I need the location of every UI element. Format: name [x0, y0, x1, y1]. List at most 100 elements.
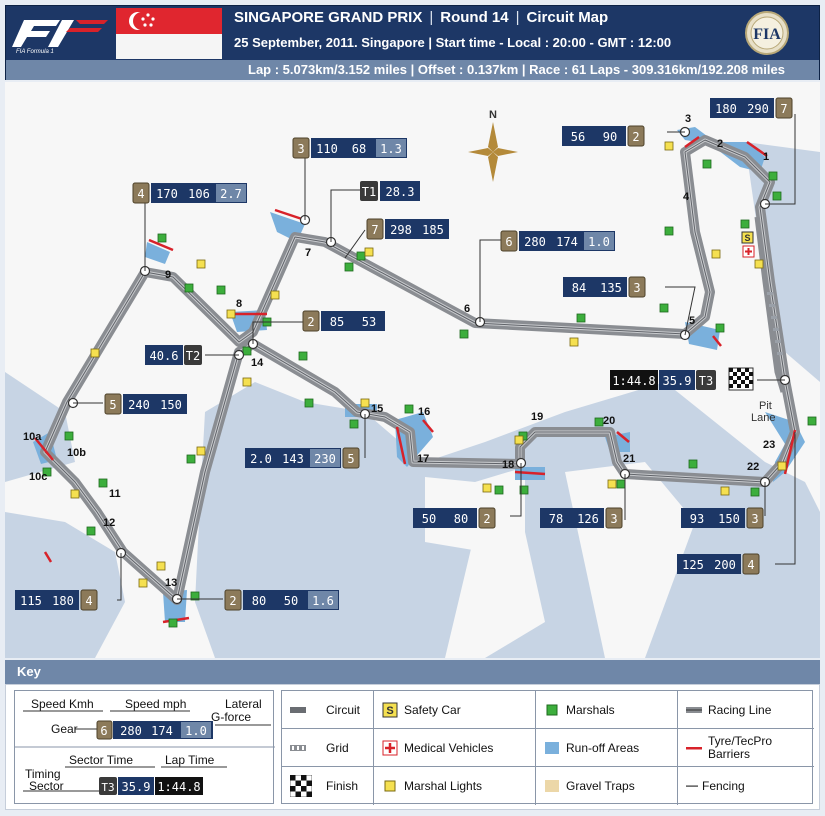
gear-value: 4: [85, 594, 92, 608]
speed-value: 110: [316, 142, 338, 156]
svg-text:S: S: [744, 233, 750, 243]
timing-box-t2: 40.6 T2: [145, 345, 202, 365]
speed-panel: [321, 311, 385, 331]
svg-text:3: 3: [685, 113, 691, 125]
key-barriers: Tyre/TecPro Barriers: [678, 729, 814, 767]
sector-time: 40.6: [150, 349, 179, 363]
svg-text:16: 16: [418, 406, 430, 418]
sector-label: T3: [699, 374, 713, 388]
key-circuit: Circuit: [282, 691, 374, 729]
speed-value: 84: [572, 281, 586, 295]
gear-box: [104, 393, 122, 415]
key-marshals: Marshals: [536, 691, 678, 729]
speed-value: 125: [682, 558, 704, 572]
water-area: [5, 372, 75, 482]
key-panel: Speed Kmh Speed mph Lateral G-force Gear…: [5, 684, 820, 810]
speed-value: 180: [52, 594, 74, 608]
svg-text:11: 11: [109, 488, 121, 500]
timing-box-t3: 1:44.8 35.9 T3: [610, 370, 716, 390]
key-speed-mph-label: Speed mph: [125, 697, 187, 711]
key-legend-box: Speed Kmh Speed mph Lateral G-force Gear…: [14, 690, 275, 804]
land-area: [445, 532, 545, 658]
gear-value: 3: [633, 281, 640, 295]
gear-box: [500, 230, 518, 252]
gear-value: 4: [137, 187, 144, 201]
speed-panel: [562, 126, 626, 146]
speed-panel: [563, 277, 627, 297]
compass-rose: N: [468, 109, 518, 182]
key-safety-car: S Safety Car: [374, 691, 536, 729]
svg-text:7: 7: [305, 247, 311, 259]
key-header: Key: [5, 660, 820, 684]
svg-text:FIA Formula 1: FIA Formula 1: [16, 49, 54, 55]
key-speed-kmh-label: Speed Kmh: [31, 697, 94, 711]
key-marshal-lights: Marshal Lights: [374, 767, 536, 805]
svg-text:1.0: 1.0: [185, 724, 207, 738]
gear-value: 2: [632, 130, 639, 144]
speed-panel: [123, 394, 187, 414]
speed-value: 78: [549, 512, 563, 526]
speed-value: 1.3: [380, 142, 402, 156]
gear-box: [742, 553, 760, 575]
speed-value: 180: [715, 102, 737, 116]
gear-value: 3: [610, 512, 617, 526]
sector-label: T2: [186, 349, 200, 363]
safety-car-icon: S: [382, 702, 398, 718]
gear-value: 5: [109, 398, 116, 412]
speed-value: 68: [352, 142, 366, 156]
speed-value: 290: [747, 102, 769, 116]
speed-value: 143: [282, 452, 304, 466]
speed-value: 1.6: [312, 594, 334, 608]
info-bar: Lap : 5.073km/3.152 miles | Offset : 0.1…: [6, 60, 819, 80]
sector-time: 35.9: [663, 374, 692, 388]
fia-logo: FIA: [718, 8, 816, 58]
gforce-cell: [308, 591, 338, 609]
marshal-light-icon: [384, 780, 396, 792]
gear-box: [224, 589, 242, 611]
gear-value: 6: [505, 235, 512, 249]
svg-text:8: 8: [236, 298, 242, 310]
gear-value: 7: [371, 223, 378, 237]
pit-lane-label: Pit: [759, 400, 772, 412]
date-row: 25 September, 2011. Singapore | Start ti…: [234, 35, 672, 50]
corner-labels: 1 2 3 4 5 6 7 8 9 10a 10b 10c 11 12 13 1…: [23, 113, 775, 589]
gear-box: [132, 182, 150, 204]
speed-value: 80: [252, 594, 266, 608]
key-sector-time-label: Sector Time: [69, 753, 134, 767]
svg-text:9: 9: [165, 269, 171, 281]
title-row: SINGAPORE GRAND PRIX|Round 14|Circuit Ma…: [234, 9, 609, 26]
gear-box: [775, 97, 793, 119]
round-label: Round 14: [440, 9, 509, 26]
svg-text:280: 280: [120, 724, 142, 738]
sector-tag: [360, 181, 378, 201]
gear-value: 7: [780, 102, 787, 116]
sector-time-panel: [380, 181, 420, 201]
speed-panel: [385, 219, 449, 239]
key-medical: Medical Vehicles: [374, 729, 536, 767]
lap-time: 1:44.8: [612, 374, 655, 388]
speed-value: 85: [330, 315, 344, 329]
gear-value: 5: [347, 452, 354, 466]
gear-value: 3: [297, 142, 304, 156]
grid-slots: [767, 292, 783, 355]
corner-nodes: [67, 126, 791, 605]
svg-text:4: 4: [683, 191, 690, 203]
finish-icon: [290, 775, 312, 797]
speed-value: 170: [156, 187, 178, 201]
speed-value: 150: [160, 398, 182, 412]
gear-value: 2: [307, 315, 314, 329]
key-legend-grid: Circuit S Safety Car Marshals Racing Lin…: [281, 690, 814, 805]
finish-flag-icon: [728, 367, 754, 391]
key-grid: Grid: [282, 729, 374, 767]
gforce-cell: [376, 139, 406, 157]
speed-panel: [710, 98, 774, 118]
gforce-cell: [216, 184, 246, 202]
svg-text:S: S: [386, 705, 393, 717]
compass-north-label: N: [489, 109, 497, 121]
